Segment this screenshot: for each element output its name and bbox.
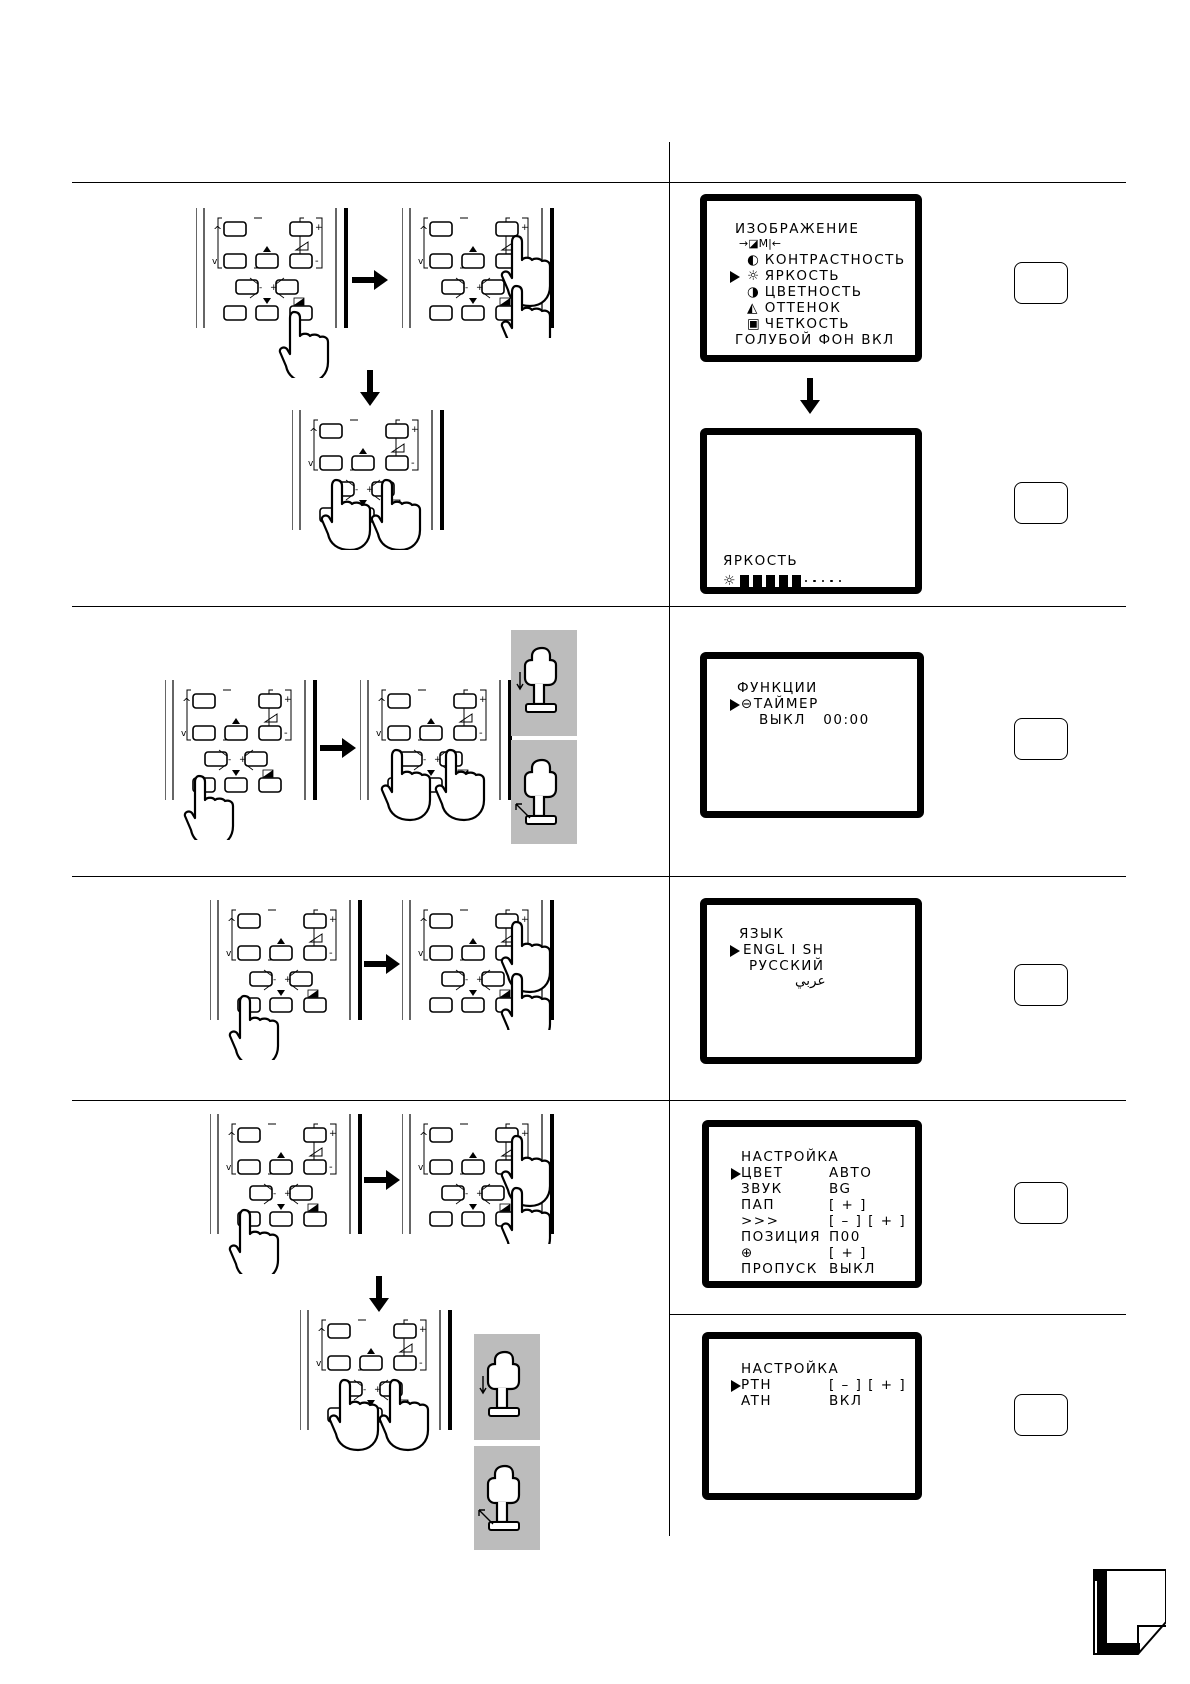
brightness-icon: ☼: [747, 268, 761, 284]
tint-icon: ◭: [747, 300, 759, 316]
setup-row-label: ПАП: [741, 1197, 776, 1213]
remote-step-4b: [402, 1114, 554, 1244]
remote-step-4a: [210, 1114, 362, 1274]
setup-row-label: PTH: [741, 1377, 773, 1393]
bar-segment-filled: [752, 575, 762, 587]
setup-row-value: [ + ]: [829, 1197, 867, 1213]
setup-row-value: [ – ] [ + ]: [829, 1377, 907, 1393]
key-indicator: [1014, 1394, 1068, 1436]
bar-segment-empty: [821, 579, 825, 583]
tv-screen-language: ЯЗЫК ENGL I SH РУССКИЙ عربي: [700, 898, 922, 1064]
bar-label: ЯРКОСТЬ: [723, 553, 799, 569]
setup-row-label: ПОЗИЦИЯ: [741, 1229, 821, 1245]
setup-row-value: [ + ]: [829, 1245, 867, 1261]
row-divider-2: [72, 876, 1126, 877]
key-indicator: [1014, 718, 1068, 760]
remote-step-3a: [210, 900, 362, 1060]
menu-footer: ГОЛУБОЙ ФОН ВКЛ: [735, 332, 895, 348]
tv-screen-brightness: ЯРКОСТЬ ☼: [700, 428, 922, 594]
remote-step-1c: [292, 410, 444, 550]
sharpness-icon: ▣: [747, 316, 762, 332]
setup-row-value: BG: [829, 1181, 852, 1197]
row-divider-3: [72, 1100, 1126, 1101]
arrow-down-icon: [800, 378, 820, 414]
setup-title: НАСТРОЙКА: [741, 1361, 840, 1377]
remote-step-2b: [360, 680, 512, 822]
remote-step-3b: [402, 900, 554, 1030]
setup-row-label: ⊕: [741, 1245, 754, 1261]
header-rule: [72, 182, 1126, 183]
selection-cursor-icon: [730, 945, 740, 957]
arrow-right-icon: [364, 1170, 400, 1190]
tv-screen-setup-1: НАСТРОЙКА ЦВЕТ АВТО ЗВУК BG ПАП [ + ] >>> [ – ]…: [702, 1120, 922, 1288]
selection-cursor-icon: [730, 271, 740, 283]
press-hand-icon: [516, 646, 558, 714]
tv-screen-picture-menu: ИЗОБРАЖЕНИЕ →◪M|← ◐ КОНТРАСТНОСТЬ ☼ ЯРКО…: [700, 194, 922, 362]
setup-row-label: ЗВУК: [741, 1181, 783, 1197]
language-option-russian: РУССКИЙ: [749, 958, 825, 974]
language-title: ЯЗЫК: [739, 926, 785, 942]
functions-item: ⊖ТАЙМЕР: [741, 696, 819, 712]
setup-row-value: ВКЛ: [829, 1393, 863, 1409]
remote-step-1b: [402, 208, 554, 338]
key-indicator: [1014, 482, 1068, 524]
arrow-right-icon: [320, 738, 356, 758]
page-corner-icon: [1093, 1569, 1166, 1655]
bar-segment-empty: [813, 579, 816, 583]
setup-row-label: >>>: [741, 1213, 780, 1229]
remote-step-1a: [196, 208, 348, 378]
setup-title: НАСТРОЙКА: [741, 1149, 840, 1165]
contrast-icon: ◐: [747, 252, 761, 268]
key-indicator: [1014, 964, 1068, 1006]
language-option-english: ENGL I SH: [743, 942, 825, 958]
menu-item-tint: ◭ ОТТЕНОК: [747, 300, 842, 316]
key-indicator: [1014, 262, 1068, 304]
brightness-icon: ☼: [723, 573, 736, 589]
selection-cursor-icon: [731, 1380, 741, 1392]
setup-row-label: ЦВЕТ: [741, 1165, 784, 1181]
tv-screen-functions: ФУНКЦИИ ⊖ТАЙМЕР ВЫКЛ 00:00: [700, 652, 924, 818]
column-divider: [669, 142, 670, 1536]
menu-item-brightness: ☼ ЯРКОСТЬ: [747, 268, 840, 284]
setup-row-label: ПРОПУСК: [741, 1261, 818, 1277]
bar-segment-filled: [739, 575, 749, 587]
press-hand-icon: [479, 1350, 521, 1418]
row-divider-4: [670, 1314, 1126, 1315]
release-hand-icon: [478, 1464, 521, 1532]
key-indicator: [1014, 1182, 1068, 1224]
menu-title: ИЗОБРАЖЕНИЕ: [735, 221, 860, 237]
arrow-right-icon: [364, 954, 400, 974]
language-option-arabic: عربي: [795, 973, 826, 989]
arrow-down-icon: [360, 370, 380, 406]
tv-screen-setup-2: НАСТРОЙКА PTH [ – ] [ + ] ATH ВКЛ: [702, 1332, 922, 1500]
functions-title: ФУНКЦИИ: [737, 680, 818, 696]
bar-segment-empty: [804, 579, 808, 583]
arrow-right-icon: [352, 270, 388, 290]
remote-step-4c: [300, 1310, 452, 1452]
row-divider-1: [72, 606, 1126, 607]
selection-cursor-icon: [730, 699, 740, 711]
timer-icon: ⊖: [741, 696, 754, 712]
selection-cursor-icon: [731, 1168, 741, 1180]
brightness-bar: ☼: [723, 573, 847, 589]
menu-mode-row: →◪M|←: [739, 237, 782, 250]
functions-value: ВЫКЛ 00:00: [759, 712, 870, 728]
setup-row-value: АВТО: [829, 1165, 873, 1181]
menu-item-sharpness: ▣ ЧЕТКОСТЬ: [747, 316, 850, 332]
setup-row-value: [ – ] [ + ]: [829, 1213, 907, 1229]
menu-item-contrast: ◐ КОНТРАСТНОСТЬ: [747, 252, 906, 268]
color-icon: ◑: [747, 284, 761, 300]
setup-row-value: ВЫКЛ: [829, 1261, 876, 1277]
release-hand-icon: [515, 758, 558, 826]
bar-segment-filled: [765, 575, 775, 587]
setup-row-label: ATH: [741, 1393, 773, 1409]
bar-segment-filled: [791, 575, 801, 587]
bar-segment-empty: [830, 579, 833, 583]
bar-segment-empty: [838, 579, 842, 583]
setup-row-value: П00: [829, 1229, 861, 1245]
remote-step-2a: [165, 680, 317, 840]
bar-segment-filled: [778, 575, 788, 587]
menu-item-color: ◑ ЦВЕТНОСТЬ: [747, 284, 863, 300]
